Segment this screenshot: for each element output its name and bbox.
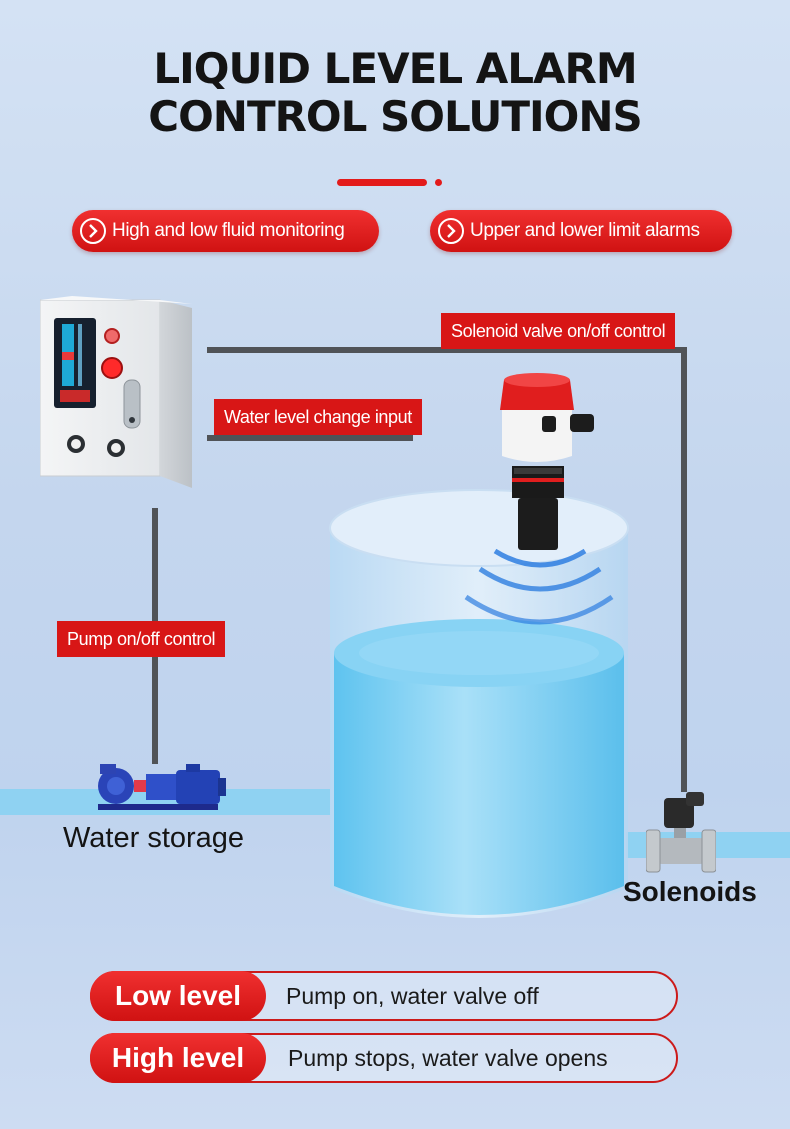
level-tag: Low level [90, 971, 266, 1021]
wire-solenoid-top [207, 347, 687, 353]
level-sensor [500, 373, 594, 550]
level-action: Pump on, water valve off [286, 983, 539, 1009]
sound-wave-icon [464, 548, 614, 625]
page-title-line1: LIQUID LEVEL ALARM [153, 44, 637, 93]
label-pump-control: Pump on/off control [57, 621, 226, 657]
level-action: Pump stops, water valve opens [288, 1045, 608, 1071]
label-water-level-input: Water level change input [214, 399, 422, 435]
label-solenoids: Solenoids [623, 876, 757, 907]
result-row-low: Low level Pump on, water valve off [90, 971, 678, 1021]
feature-pill-alarms: Upper and lower limit alarms [430, 210, 732, 252]
wire-sensor-input [207, 435, 413, 441]
page-title-line2: CONTROL SOLUTIONS [148, 92, 642, 141]
feature-label: Upper and lower limit alarms [470, 220, 700, 241]
solenoid-valve-icon [646, 792, 716, 873]
title-divider [337, 179, 427, 186]
title-divider-dot [435, 179, 442, 186]
wire-solenoid-drop [681, 347, 687, 792]
level-tag: High level [90, 1033, 266, 1083]
pump-icon [98, 764, 226, 810]
control-cabinet [40, 296, 192, 488]
label-water-storage: Water storage [63, 822, 245, 854]
chevron-right-icon [438, 218, 464, 244]
result-row-high: High level Pump stops, water valve opens [90, 1033, 678, 1083]
feature-pill-monitoring: High and low fluid monitoring [72, 210, 379, 252]
label-solenoid-control: Solenoid valve on/off control [441, 313, 676, 349]
chevron-right-icon [80, 218, 106, 244]
water-tank [329, 489, 629, 918]
feature-label: High and low fluid monitoring [112, 220, 345, 241]
